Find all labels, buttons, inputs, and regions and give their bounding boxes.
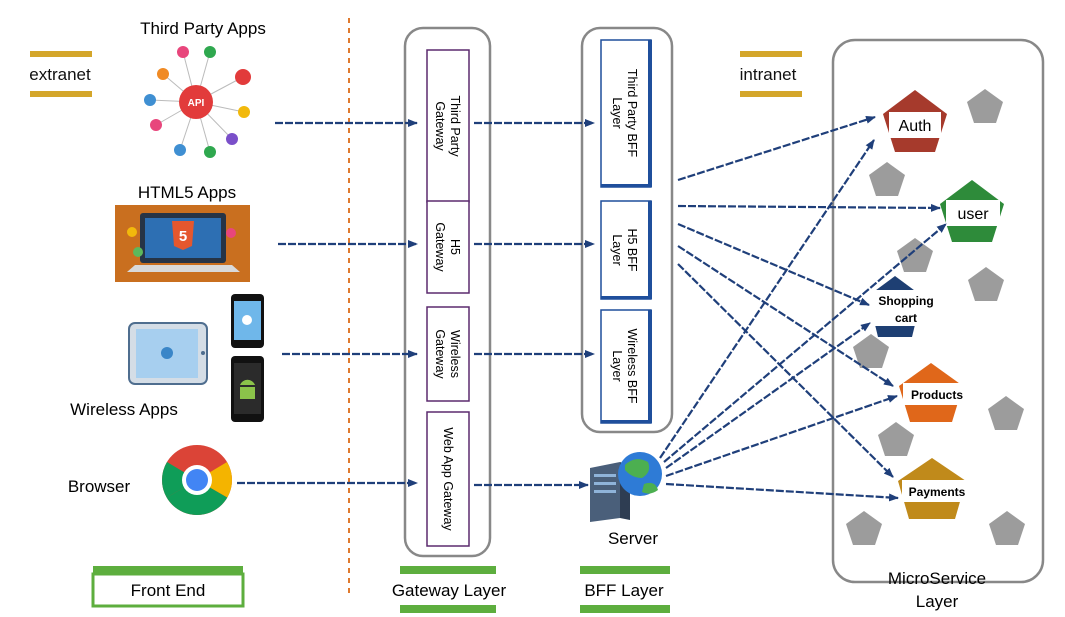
auth-service[interactable]: Auth	[883, 90, 947, 152]
shopping-cart-line1: Shopping	[878, 294, 933, 308]
gateway-layer-label: Gateway Layer	[392, 581, 507, 600]
microservice-layer-line2: Layer	[916, 592, 959, 611]
api-hub-icon: API	[144, 46, 251, 158]
wireless-gateway[interactable]: Wireless Gateway	[426, 306, 470, 402]
microservice-layer-line1: MicroService	[888, 569, 986, 588]
chrome-icon	[162, 445, 232, 515]
html5-apps-label: HTML5 Apps	[138, 183, 236, 202]
h5-gateway-line2: Gateway	[433, 222, 447, 272]
web-app-gateway-label: Web App Gateway	[441, 427, 455, 531]
auth-service-label: Auth	[899, 118, 932, 135]
grey-pentagons	[846, 89, 1025, 545]
products-service-label: Products	[911, 388, 963, 402]
server-icon	[590, 452, 662, 522]
android-phone-icon	[231, 356, 264, 422]
microservice-layer-tag: MicroService Layer	[888, 569, 986, 611]
third-party-bff[interactable]: Third Party BFF Layer	[600, 39, 652, 188]
intranet-label: intranet	[740, 65, 797, 84]
h5-bff-line1: H5 BFF	[625, 228, 639, 271]
third-party-gateway[interactable]: Third Party Gateway	[426, 49, 470, 203]
tablet-icon	[128, 322, 208, 385]
extranet-tag: extranet	[29, 51, 92, 97]
arrow-h5bff-to-payments	[677, 263, 894, 478]
wireless-apps-label: Wireless Apps	[70, 400, 178, 419]
user-service[interactable]: user	[940, 180, 1004, 242]
payments-service-label: Payments	[909, 485, 966, 499]
products-service[interactable]: Products	[899, 363, 971, 422]
api-badge: API	[188, 98, 205, 109]
third-party-bff-line1: Third Party BFF	[625, 69, 639, 158]
html5-badge: 5	[179, 228, 187, 245]
grey-pentagon	[968, 267, 1004, 301]
arrow-server-to-payments	[665, 482, 899, 502]
wireless-bff[interactable]: Wireless BFF Layer	[600, 309, 652, 424]
arrow-server-to-shopping	[665, 322, 871, 469]
front-end-tag: Front End	[91, 566, 245, 608]
browser-label: Browser	[68, 477, 131, 496]
shopping-cart-line2: cart	[895, 311, 917, 325]
bff-layer-label: BFF Layer	[584, 581, 664, 600]
wireless-gateway-line2: Gateway	[433, 329, 447, 379]
web-app-gateway[interactable]: Web App Gateway	[426, 411, 470, 547]
arrow-h5bff-to-products	[677, 245, 894, 387]
h5-bff[interactable]: H5 BFF Layer	[600, 200, 652, 300]
grey-pentagon	[853, 334, 889, 368]
html5-laptop-icon: 5	[115, 205, 250, 282]
grey-pentagon	[988, 396, 1024, 430]
third-party-bff-line2: Layer	[610, 97, 624, 128]
h5-bff-line2: Layer	[610, 234, 624, 265]
gateway-layer-tag: Gateway Layer	[392, 566, 507, 613]
iphone-icon	[231, 294, 264, 348]
grey-pentagon	[989, 511, 1025, 545]
arrow-thirdpartybff-to-auth	[677, 115, 876, 182]
connection-arrows	[237, 115, 947, 502]
arrow-h5bff-to-user	[677, 203, 941, 212]
front-end-label: Front End	[131, 581, 206, 600]
shopping-cart-service[interactable]: Shopping cart	[868, 276, 944, 337]
third-party-gateway-line1: Third Party	[448, 95, 462, 157]
arrow-h5bff-to-shopping	[677, 222, 870, 307]
arrow-server-to-user	[663, 223, 947, 463]
wireless-gateway-line1: Wireless	[448, 330, 462, 378]
arrow-server-to-auth	[659, 139, 875, 459]
wireless-bff-line2: Layer	[610, 350, 624, 381]
third-party-apps-label: Third Party Apps	[140, 19, 266, 38]
bff-layer-tag: BFF Layer	[580, 566, 670, 613]
grey-pentagon	[967, 89, 1003, 123]
third-party-gateway-line2: Gateway	[433, 101, 447, 151]
arrow-server-to-products	[665, 394, 898, 478]
wireless-bff-line1: Wireless BFF	[625, 329, 639, 404]
grey-pentagon	[878, 422, 914, 456]
grey-pentagon	[846, 511, 882, 545]
h5-gateway[interactable]: H5 Gateway	[426, 200, 470, 294]
h5-gateway-line1: H5	[448, 239, 462, 255]
intranet-tag: intranet	[740, 51, 802, 97]
user-service-label: user	[957, 206, 989, 223]
grey-pentagon	[897, 238, 933, 272]
server-label: Server	[608, 529, 658, 548]
grey-pentagon	[869, 162, 905, 196]
extranet-label: extranet	[29, 65, 91, 84]
payments-service[interactable]: Payments	[898, 458, 972, 519]
